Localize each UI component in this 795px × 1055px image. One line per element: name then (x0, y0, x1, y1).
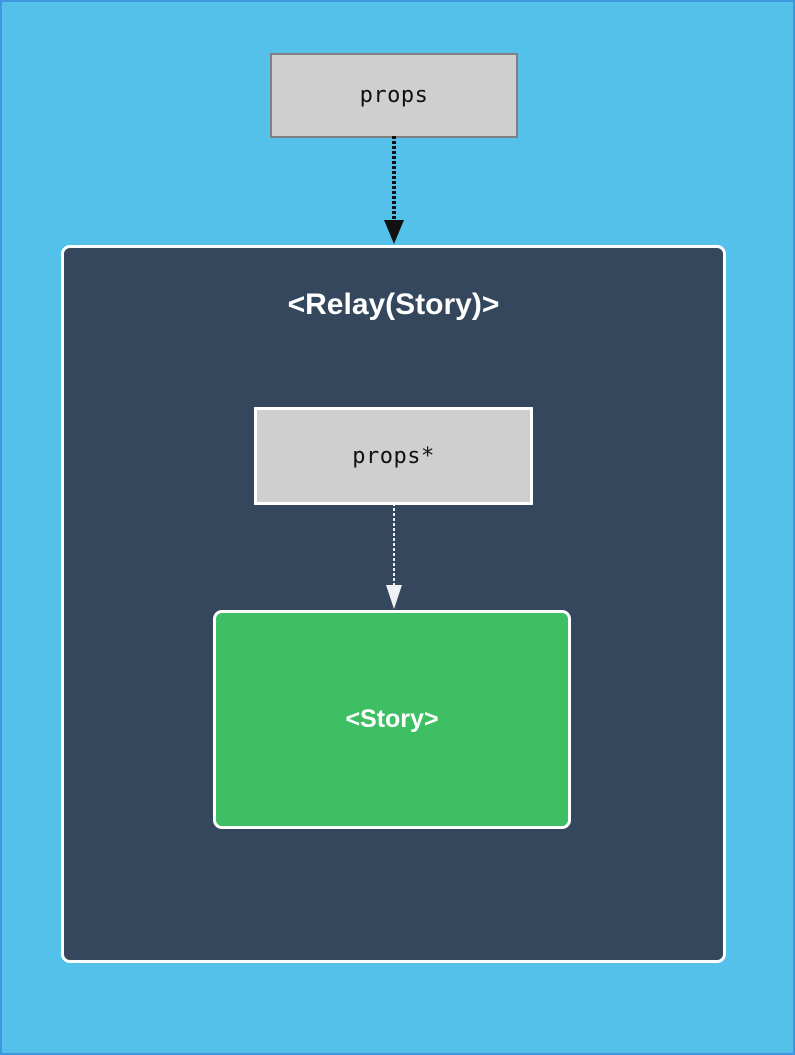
relay-story-title: <Relay(Story)> (287, 288, 500, 321)
props-box-outer-label: props (359, 83, 429, 108)
props-to-relay-arrow (384, 136, 404, 244)
arrow-head (384, 220, 404, 244)
props-box-inner[interactable]: props* (254, 407, 533, 505)
story-component-box[interactable]: <Story> (213, 610, 571, 829)
props-box-inner-label: props* (352, 443, 435, 469)
story-component-label: <Story> (345, 705, 439, 733)
props-box-outer[interactable]: props (270, 53, 518, 138)
relay-story-panel[interactable]: <Relay(Story)> (61, 245, 726, 963)
